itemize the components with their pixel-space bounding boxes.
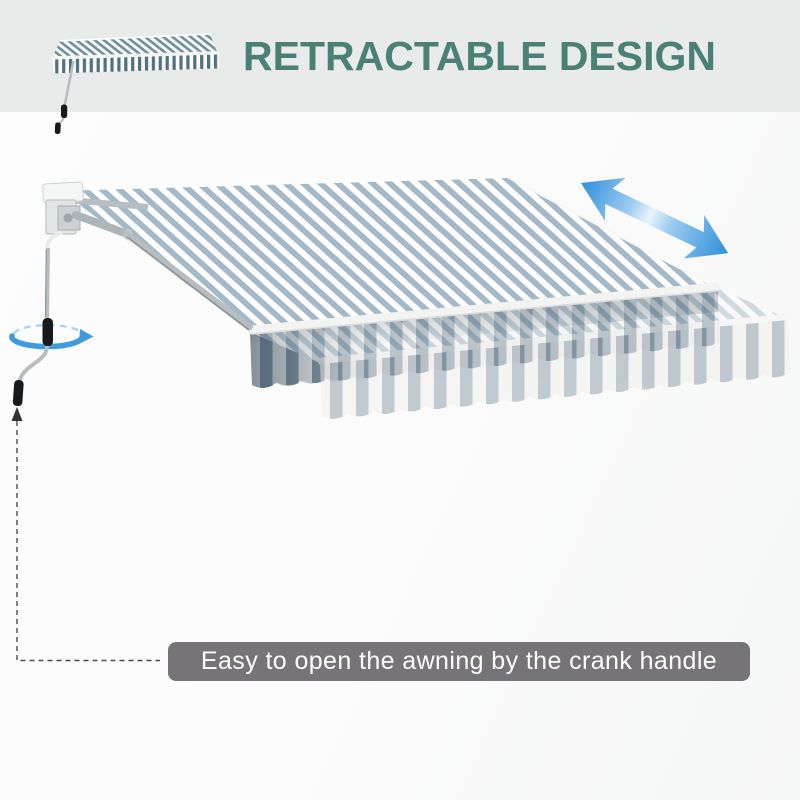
caption-badge: Easy to open the awning by the crank han… [168, 642, 750, 681]
canopy-fabric [56, 176, 718, 334]
crank-rotation-arrow-icon [9, 324, 94, 350]
front-bar [247, 282, 721, 335]
extend-retract-arrow-icon [581, 177, 729, 259]
crank-handle-icon [9, 230, 94, 407]
pointer-arrowhead-icon [11, 407, 23, 421]
folding-arm [72, 211, 253, 331]
ghost-extended-awning [250, 288, 790, 419]
dashed-pointer-line [11, 407, 160, 662]
crank-grip-upper [42, 318, 53, 346]
page-title: RETRACTABLE DESIGN [243, 33, 717, 79]
main-awning [42, 176, 790, 419]
retracted-awning-icon [50, 33, 220, 135]
crank-grip-lower [12, 379, 24, 407]
